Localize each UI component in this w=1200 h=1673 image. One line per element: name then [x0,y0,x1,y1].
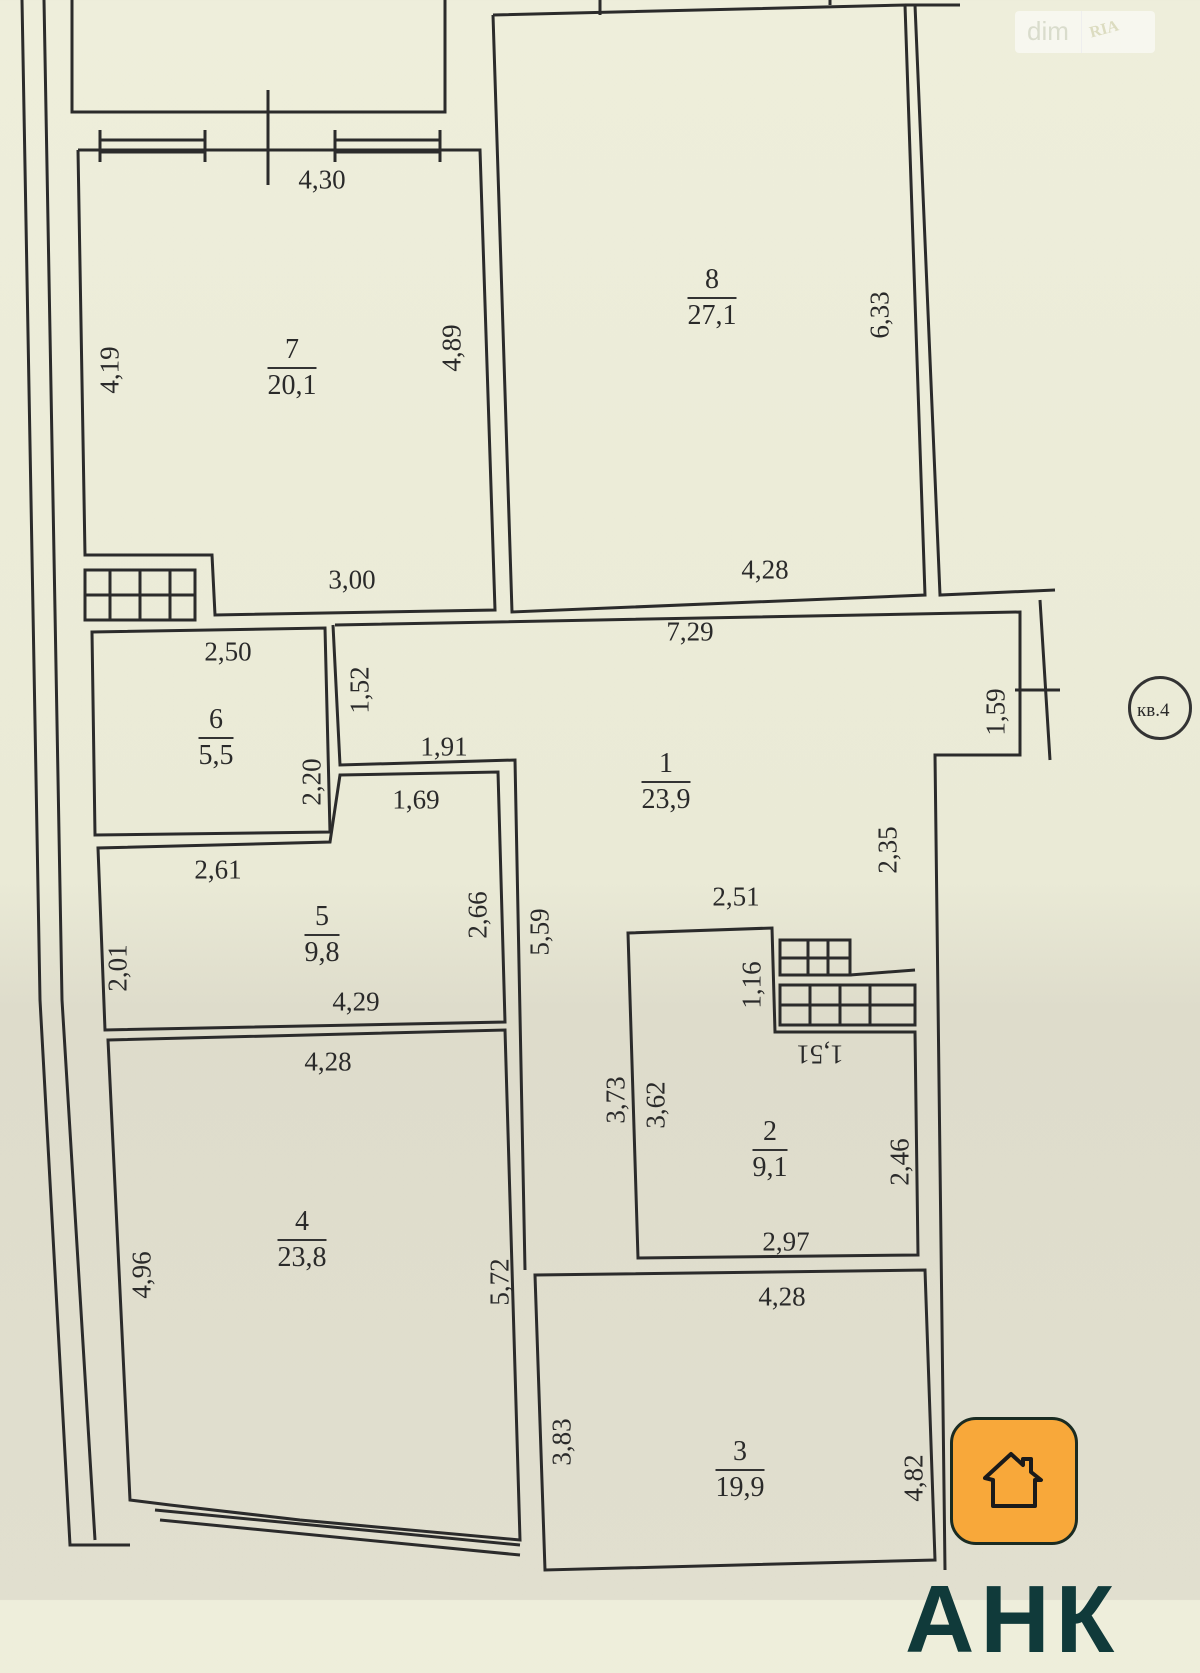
dimension-label: 3,73 [600,1076,631,1124]
room-area: 9,8 [304,937,340,968]
room-number: 8 [687,263,737,299]
room-area: 5,5 [198,740,234,771]
dimension-label: 2,51 [712,881,760,912]
dimension-label: 1,69 [392,784,440,815]
dimension-label: 4,28 [758,1281,806,1312]
dimension-label: 4,28 [304,1046,352,1077]
dimension-label: 2,50 [204,636,252,667]
floor-plan-walls [20,0,1060,1572]
room-area: 19,9 [715,1472,765,1503]
dimension-label: 3,83 [546,1418,577,1466]
room-number: 6 [198,703,234,739]
dimension-label: 5,72 [484,1258,515,1306]
room-number: 3 [715,1435,765,1471]
brand-logo-text: АНК [905,1566,1121,1673]
room-number: 5 [304,900,340,936]
dimension-label: 2,66 [462,891,493,939]
dimension-label: 7,29 [666,616,714,647]
dimension-label: 1,52 [344,666,375,714]
dimension-label: 2,46 [884,1138,915,1186]
watermark-logo: RIA [1087,17,1121,42]
room-area: 23,8 [277,1242,327,1273]
dimension-label: 1,51 [796,1039,844,1070]
room-number: 2 [752,1115,788,1151]
house-icon [983,1452,1043,1508]
dimension-label: 2,01 [102,944,133,992]
dimension-label: 1,16 [736,961,767,1009]
watermark-text: dim [1015,11,1082,53]
dimension-label: 2,97 [762,1226,810,1257]
dimension-label: 2,61 [194,854,242,885]
dimension-label: 4,29 [332,986,380,1017]
dimension-label: 2,20 [296,758,327,806]
dimension-label: 3,62 [640,1081,671,1129]
room-number: 1 [641,747,691,783]
dimension-label: 1,91 [420,731,468,762]
dimension-label: 2,35 [872,826,903,874]
dimension-label: 1,59 [980,688,1011,736]
dimension-label: 4,89 [436,324,467,372]
room-number: 7 [267,333,317,369]
home-button[interactable] [950,1417,1078,1545]
dimension-label: 4,28 [741,554,789,585]
room-area: 9,1 [752,1152,788,1183]
flat-number-badge: кв.4 [1128,676,1192,740]
room-area: 20,1 [267,370,317,401]
dimension-label: 6,33 [864,291,895,339]
dimension-label: 5,59 [524,908,555,956]
room-area: 23,9 [641,784,691,815]
dimension-label: 4,82 [898,1454,929,1502]
watermark: dim RIA [1015,11,1155,53]
room-number: 4 [277,1205,327,1241]
room-area: 27,1 [687,300,737,331]
dimension-label: 4,30 [298,164,346,195]
dimension-label: 4,96 [126,1251,157,1299]
dimension-label: 4,19 [94,346,125,394]
dimension-label: 3,00 [328,564,376,595]
